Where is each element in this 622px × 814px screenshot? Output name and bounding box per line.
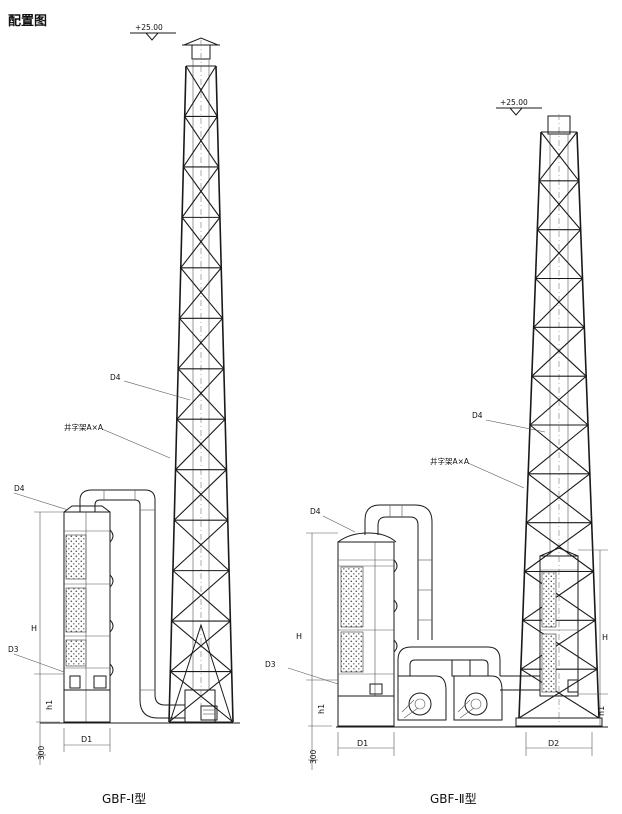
elevation-text: +25.00: [500, 98, 528, 107]
page-title: 配置图: [8, 14, 48, 29]
frame-member: [175, 418, 226, 471]
frame-member: [173, 519, 230, 572]
duct: [79, 489, 185, 719]
dim-d2: D2: [548, 739, 559, 748]
frame-member: [184, 65, 217, 117]
frame-member: [185, 65, 218, 117]
frame-member: [522, 619, 598, 670]
frame-member: [529, 424, 591, 475]
frame-member: [179, 317, 225, 370]
frame-member: [184, 116, 220, 168]
frame-member: [535, 278, 585, 328]
frame-member: [181, 217, 222, 269]
frame-member: [173, 469, 227, 521]
label-d3: D3: [265, 660, 276, 669]
fan-motor-icon: [200, 705, 218, 721]
label-d4-tower: D4: [14, 484, 25, 493]
scrubber-tower: [63, 505, 114, 723]
duct: [364, 504, 540, 691]
frame-base: [169, 623, 233, 723]
dim-d1: D1: [81, 735, 92, 744]
frame-member: [533, 326, 587, 377]
lattice-frame: [168, 65, 234, 723]
elevation-marker: +25.00: [496, 98, 542, 116]
frame-member: [538, 180, 582, 231]
frame-member: [180, 267, 223, 319]
frame-member: [538, 131, 578, 182]
fan-unit-1: [397, 675, 447, 721]
frame-member: [527, 473, 593, 524]
frame-member: [177, 317, 223, 370]
frame-member: [180, 217, 221, 269]
caption-gbf-2: GBF-Ⅱ型: [430, 792, 477, 806]
frame-member: [171, 620, 233, 672]
dim-h: H: [31, 624, 37, 633]
frame-member: [182, 116, 218, 168]
label-d4-tower: D4: [310, 507, 321, 516]
frame-member: [520, 668, 600, 719]
frame-member: [525, 473, 591, 524]
frame-member: [177, 368, 226, 420]
frame-member: [182, 166, 221, 218]
dim-h1-tower: h1: [317, 704, 326, 714]
dimension-lines: H h1 D1 300 H h1 D2: [296, 532, 608, 770]
frame-member: [527, 424, 589, 475]
frame-member: [524, 571, 596, 621]
label-frame: 井字架A×A: [430, 456, 470, 466]
frame-member: [524, 522, 592, 572]
frame-member: [179, 267, 222, 319]
leader-labels: D4 井字架A×A D4 D3: [265, 411, 546, 685]
frame-member: [181, 166, 220, 218]
leader-labels: D4 井字架A×A D4 D3: [8, 373, 191, 673]
dim-base: 300: [309, 749, 318, 764]
dim-h1: h1: [45, 700, 54, 710]
frame-member: [518, 668, 598, 719]
frame-member: [522, 571, 594, 621]
frame-member: [540, 131, 580, 182]
frame-member: [169, 671, 234, 723]
gbf-1-layout: +25.00: [8, 23, 240, 765]
frame-member: [533, 278, 583, 328]
label-d4-stack: D4: [110, 373, 121, 382]
frame-member: [172, 519, 229, 572]
frame-member: [526, 522, 594, 572]
stack-lower: [515, 547, 603, 727]
frame-member: [529, 375, 587, 426]
frame-member: [520, 619, 596, 670]
label-d4-stack: D4: [472, 411, 483, 420]
frame-member: [169, 620, 231, 672]
label-d3: D3: [8, 645, 19, 654]
dim-base: 300: [37, 745, 46, 760]
frame-member: [531, 375, 589, 426]
dim-h-tower: H: [296, 632, 302, 641]
frame-member: [536, 180, 580, 231]
elevation-marker: +25.00: [130, 23, 176, 41]
fan-unit-2: [453, 675, 503, 721]
frame-member: [215, 65, 234, 723]
dim-h1-stack: h1: [597, 706, 606, 716]
frame-member: [531, 326, 585, 377]
elevation-text: +25.00: [135, 23, 163, 32]
frame-member: [168, 65, 187, 723]
frame-member: [175, 469, 229, 521]
gbf-2-layout: +25.00: [265, 98, 608, 770]
frame-member: [176, 368, 225, 420]
scrubber-tower: [337, 532, 398, 727]
frame-member: [176, 418, 227, 471]
frame-member: [172, 570, 231, 622]
frame-member: [536, 229, 583, 279]
frame-member: [535, 229, 582, 279]
frame-member: [168, 671, 233, 723]
dim-h-stack: H: [602, 633, 608, 642]
dimension-lines: H h1 D1 300: [31, 511, 111, 765]
label-frame: 井字架A×A: [64, 422, 104, 432]
lattice-frame: [518, 131, 600, 719]
dim-d1: D1: [357, 739, 368, 748]
caption-gbf-1: GBF-Ⅰ型: [102, 792, 147, 806]
frame-member: [171, 570, 230, 622]
